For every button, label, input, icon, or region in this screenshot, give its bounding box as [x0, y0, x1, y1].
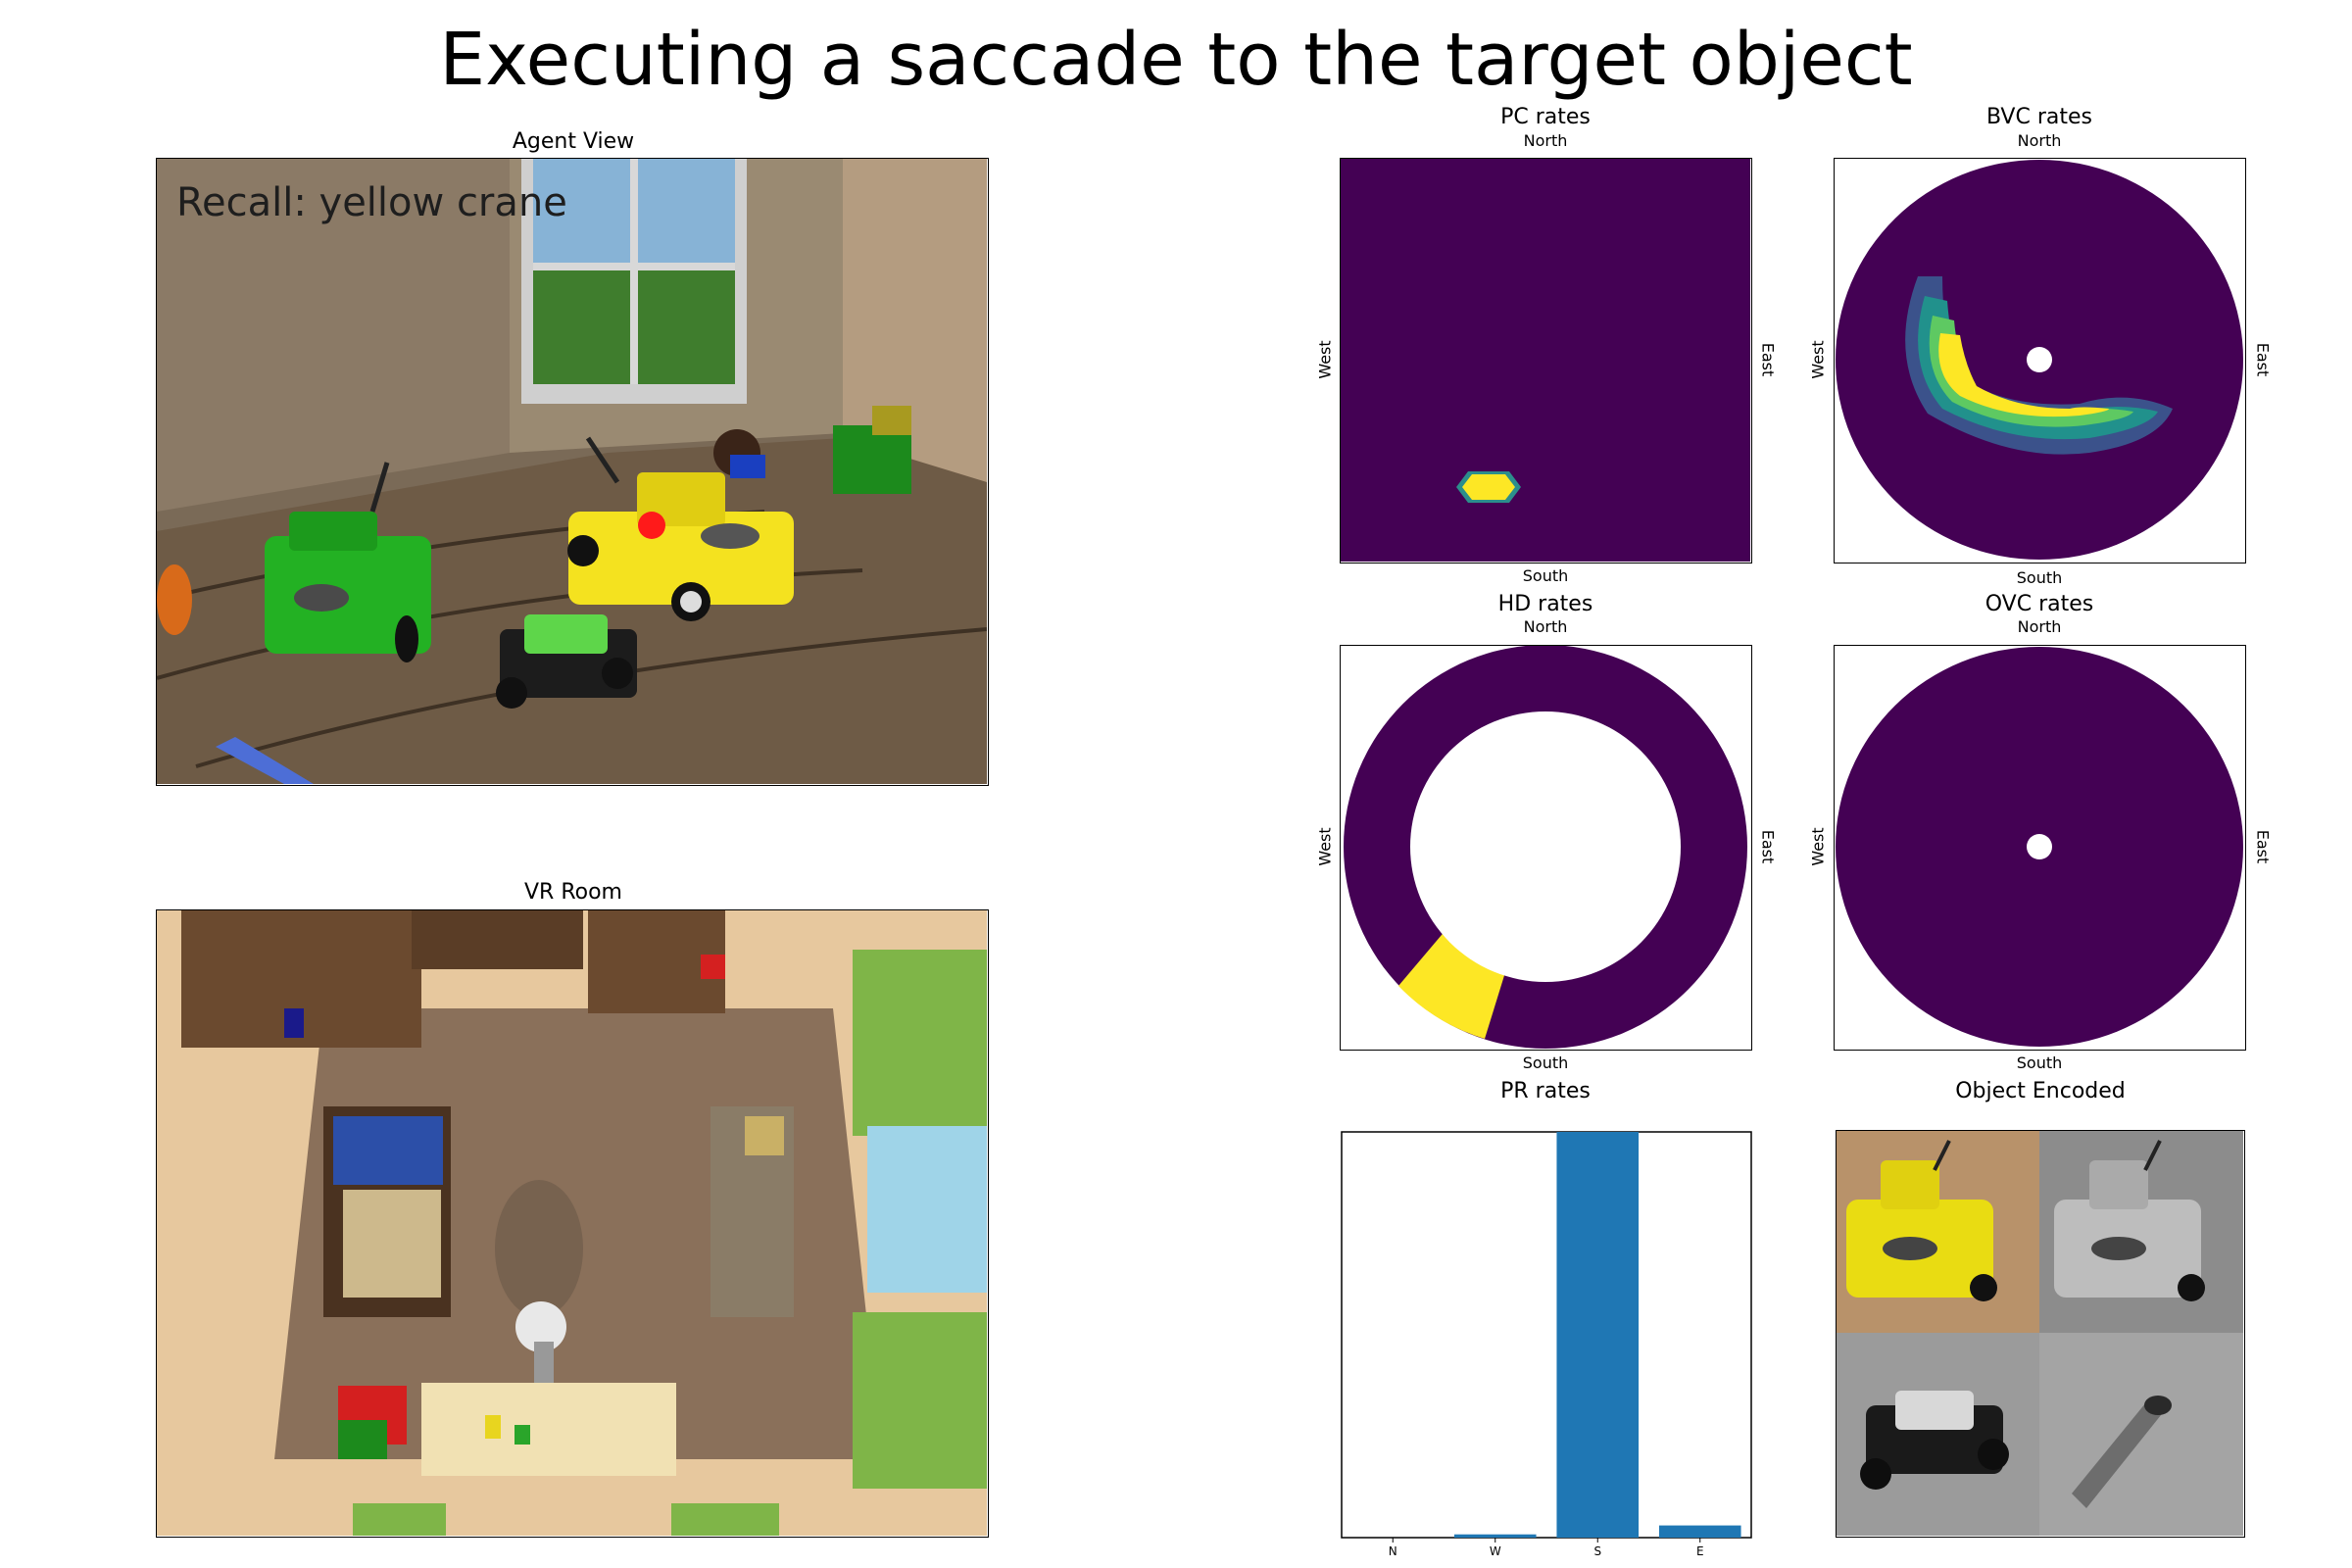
bvc-title: BVC rates [1986, 105, 2092, 129]
bvc-north-label: North [2017, 131, 2062, 150]
pc-heatmap [1340, 158, 1752, 564]
vr-room-title: VR Room [524, 880, 622, 905]
pr-plot-frame [1341, 1131, 1752, 1539]
hd-south-label: South [1522, 1054, 1569, 1072]
pr-title: PR rates [1500, 1079, 1591, 1103]
pr-tick-label-s: S [1593, 1544, 1601, 1558]
figure-title: Executing a saccade to the target object [439, 18, 1913, 102]
pr-tick-label-w: W [1490, 1544, 1501, 1558]
hd-title: HD rates [1497, 592, 1593, 616]
ovc-east-label: East [2253, 829, 2273, 864]
vr-room-image [156, 909, 989, 1538]
ovc-title: OVC rates [1984, 592, 2094, 616]
object-plank [2072, 1397, 2165, 1508]
bvc-west-label: West [1808, 340, 1828, 379]
pr-bar-e [1658, 1525, 1741, 1538]
ovc-west-label: West [1808, 827, 1828, 866]
object-encoded-title: Object Encoded [1955, 1079, 2126, 1103]
agent-view-title: Agent View [512, 129, 635, 154]
hd-north-label: North [1523, 617, 1568, 636]
pc-south-label: South [1522, 566, 1569, 585]
ovc-polar [1834, 645, 2246, 1051]
hd-east-label: East [1758, 829, 1778, 864]
pc-north-label: North [1523, 131, 1568, 150]
ovc-south-label: South [2016, 1054, 2063, 1072]
pc-title: PC rates [1500, 105, 1591, 129]
bvc-south-label: South [2016, 568, 2063, 587]
object-encoded-grid [1836, 1130, 2245, 1538]
pr-tick-label-n: N [1389, 1544, 1397, 1558]
bvc-polar [1834, 158, 2246, 564]
pr-tick-label-e: E [1696, 1544, 1704, 1558]
bvc-east-label: East [2253, 342, 2273, 377]
pc-west-label: West [1315, 340, 1335, 379]
pr-bar-s [1556, 1132, 1640, 1538]
pc-east-label: East [1758, 342, 1778, 377]
hd-west-label: West [1315, 827, 1335, 866]
agent-view-overlay-text: Recall: yellow crane [176, 180, 567, 225]
ovc-north-label: North [2017, 617, 2062, 636]
pr-bar-w [1453, 1534, 1537, 1538]
hd-ring [1340, 645, 1752, 1051]
agent-view-image: Recall: yellow crane [156, 158, 989, 786]
